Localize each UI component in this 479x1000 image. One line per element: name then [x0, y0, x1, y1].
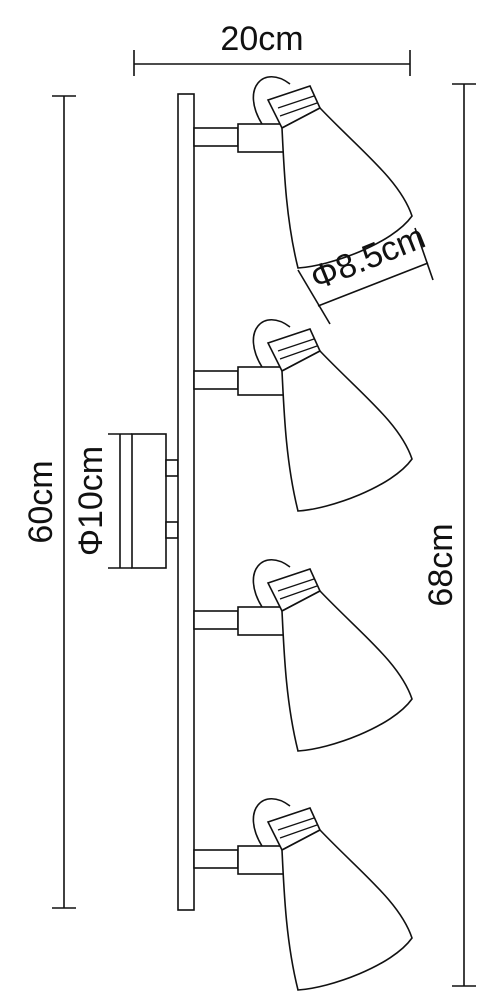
- total-height-dimension: 68cm: [422, 83, 476, 987]
- spotlight-4: [193, 798, 413, 991]
- wire: [252, 319, 291, 368]
- spotlight-1: [193, 76, 413, 269]
- width-label: 20cm: [220, 20, 303, 58]
- arm-stub: [193, 127, 239, 147]
- arm-stub: [193, 849, 239, 869]
- width-dimension: 20cm: [133, 20, 411, 76]
- socket-rib: [279, 824, 318, 839]
- socket-rib: [277, 578, 315, 592]
- lamp-shade: [281, 350, 413, 512]
- lamp-shade: [281, 829, 413, 991]
- base-diameter-label: Φ10cm: [72, 446, 110, 556]
- arm-stub: [193, 610, 239, 630]
- total-height-label: 68cm: [422, 523, 460, 606]
- bar-length-label: 60cm: [22, 460, 60, 543]
- lamp-shade: [281, 107, 413, 269]
- spotlight-2: [193, 319, 413, 512]
- spotlight-3: [193, 559, 413, 752]
- socket-rib: [277, 95, 315, 109]
- socket-rib: [277, 817, 315, 831]
- socket-rib: [279, 345, 318, 360]
- socket-rib: [279, 585, 318, 600]
- bar-length-dimension: 60cm: [22, 95, 76, 909]
- arm-stub: [193, 370, 239, 390]
- wire: [252, 76, 291, 125]
- base-plate: Φ10cm: [72, 433, 179, 569]
- socket-rib: [277, 338, 315, 352]
- mounting-bar: [177, 93, 195, 911]
- lamp-shade: [281, 590, 413, 752]
- wire: [252, 798, 291, 847]
- wire: [252, 559, 291, 608]
- socket-rib: [279, 102, 318, 117]
